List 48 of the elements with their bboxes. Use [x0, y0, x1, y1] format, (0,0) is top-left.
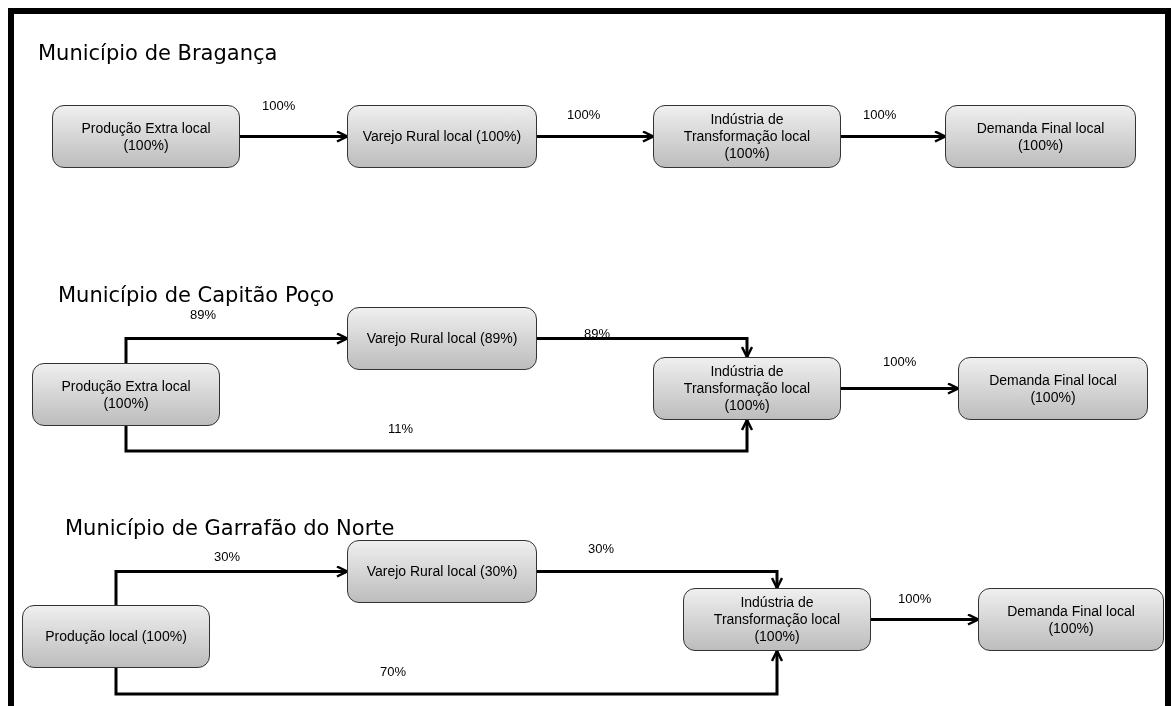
arrow — [871, 613, 980, 626]
edge-label: 100% — [567, 106, 601, 124]
edge-label: 30% — [214, 548, 241, 566]
edge-label: 11% — [388, 420, 414, 438]
arrow — [537, 130, 655, 143]
section-title: Município de Garrafão do Norte — [65, 515, 395, 542]
edge-label: 100% — [883, 353, 917, 371]
process-box — [945, 105, 1136, 168]
arrow — [537, 570, 784, 590]
box-text: Produção local (100%) — [45, 628, 187, 645]
process-box — [22, 605, 210, 668]
box-text: Indústria de Transformação local (100%) — [682, 363, 812, 414]
section-title: Município de Bragança — [38, 40, 278, 67]
process-box — [978, 588, 1164, 651]
box-text: Produção Extra local (100%) — [80, 119, 212, 154]
arrow — [114, 565, 349, 605]
edge-label: 70% — [380, 663, 407, 681]
edge-label: 89% — [190, 306, 217, 324]
process-box — [958, 357, 1148, 420]
box-text: Indústria de Transformação local (100%) — [712, 594, 842, 645]
section-title: Município de Capitão Poço — [58, 282, 335, 309]
edge-label: 100% — [262, 97, 296, 115]
box-text: Demanda Final local (100%) — [1006, 602, 1136, 637]
arrow — [841, 130, 947, 143]
edge-label: 30% — [588, 540, 615, 558]
arrow — [124, 418, 754, 453]
process-box — [52, 105, 240, 168]
process-box — [32, 363, 220, 426]
process-box — [653, 105, 841, 168]
box-text: Produção Extra local (100%) — [60, 377, 192, 412]
arrow — [114, 649, 784, 696]
arrow — [537, 337, 754, 359]
process-box — [347, 307, 537, 370]
edge-label: 100% — [898, 590, 932, 608]
box-text: Demanda Final local (100%) — [988, 371, 1118, 406]
arrow — [841, 382, 960, 395]
box-text: Varejo Rural local (30%) — [366, 563, 518, 580]
process-box — [653, 357, 841, 420]
process-box — [683, 588, 871, 651]
edge-label: 100% — [863, 106, 897, 124]
box-text: Demanda Final local (100%) — [975, 119, 1106, 154]
arrow — [240, 130, 349, 143]
box-text: Varejo Rural local (100%) — [362, 128, 522, 145]
arrow — [124, 332, 349, 363]
process-box — [347, 540, 537, 603]
box-text: Varejo Rural local (89%) — [366, 330, 518, 347]
box-text: Indústria de Transformação local (100%) — [682, 111, 812, 162]
process-box — [347, 105, 537, 168]
